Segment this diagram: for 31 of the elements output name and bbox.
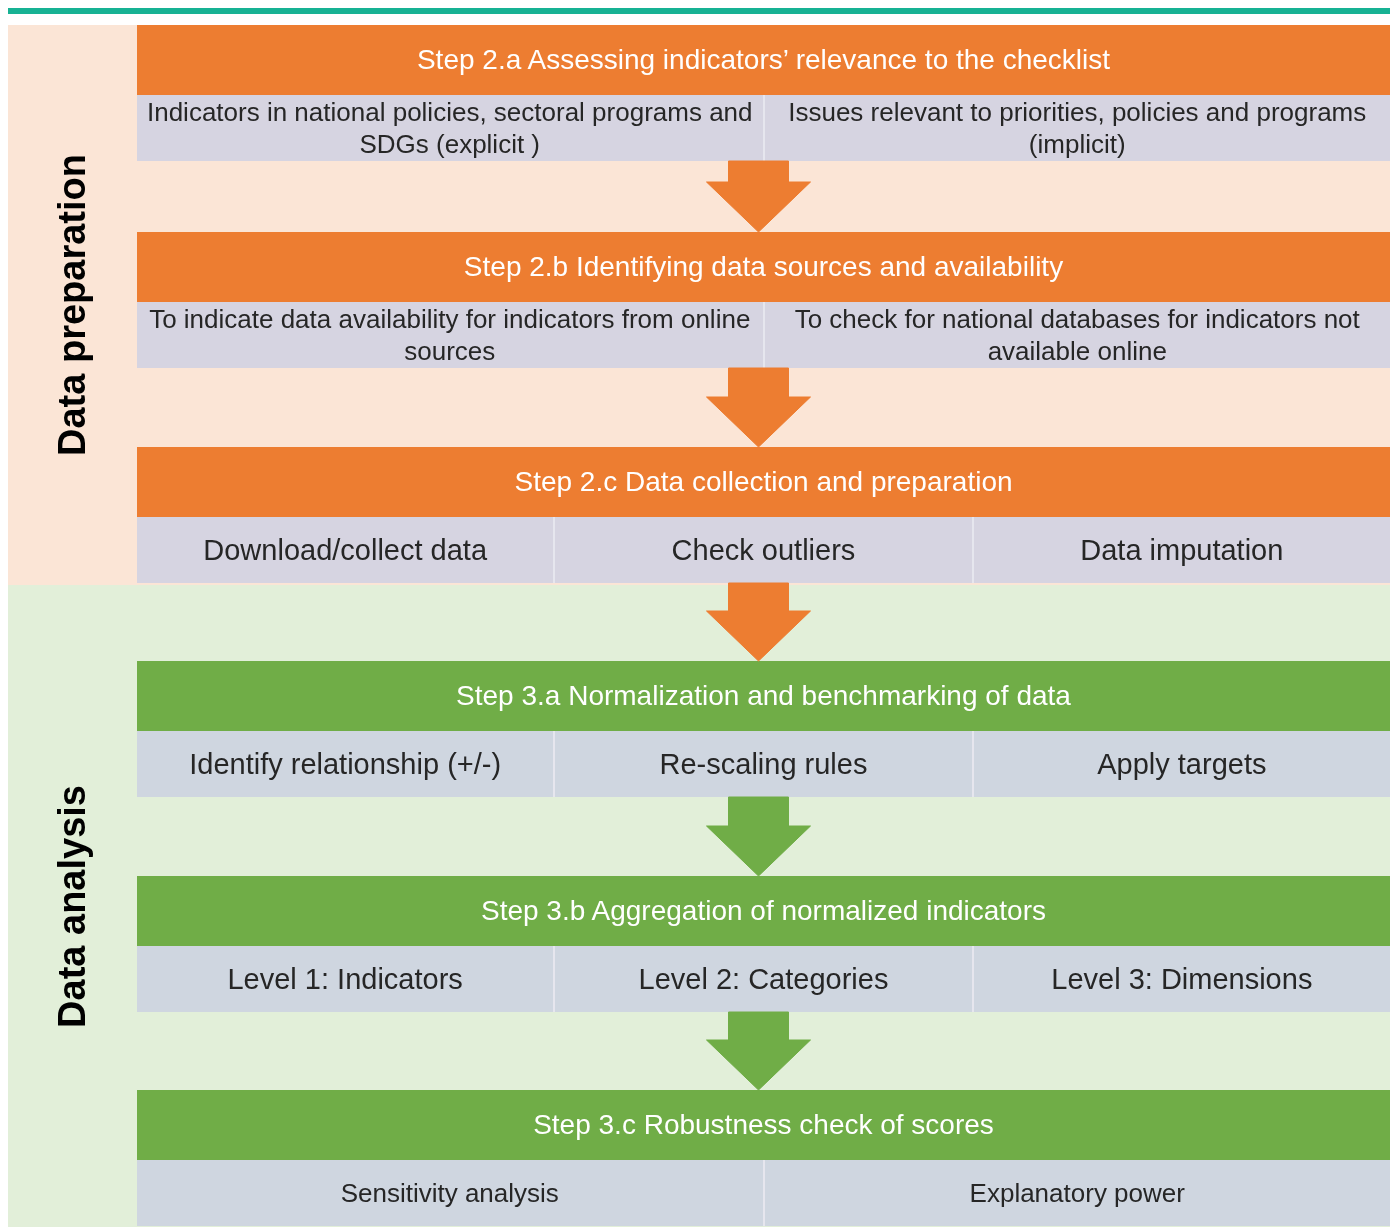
substep-cell: Data imputation [971,517,1390,583]
substep-cell: Identify relationship (+/-) [137,731,554,797]
phase-band [8,25,1390,585]
substep-cell: Download/collect data [137,517,554,583]
step-block [137,876,1390,1012]
substep-cell: Indicators in national policies, sectoral programs and SDGs (explicit ) [137,95,763,161]
block-arrow [706,160,811,233]
substep-cell: To indicate data availability for indicators from online sources [137,302,763,368]
substep-cell: Explanatory power [762,1160,1390,1226]
step-header: Step 3.a Normalization and benchmarking of data [137,661,1390,731]
block-arrow [706,582,811,662]
step-block [137,1090,1390,1226]
block-arrow [706,367,811,448]
step-header: Step 3.b Aggregation of normalized indicators [137,876,1390,946]
substep-cell: Apply targets [971,731,1390,797]
phase-label: Data preparation [50,154,94,456]
block-arrow [706,796,811,877]
step-header: Step 3.c Robustness check of scores [137,1090,1390,1160]
phase-label: Data analysis [50,784,94,1028]
substep-cell: Level 3: Dimensions [971,946,1390,1012]
step-header: Step 2.c Data collection and preparation [137,447,1390,517]
block-arrow [706,1011,811,1091]
substep-cell: Sensitivity analysis [137,1160,763,1226]
step-block [137,447,1390,583]
step-block [137,661,1390,797]
phase-band [8,585,1390,1227]
step-block [137,232,1390,368]
step-block [137,25,1390,161]
substep-cell: Level 1: Indicators [137,946,554,1012]
step-header: Step 2.a Assessing indicators’ relevance to the checklist [137,25,1390,95]
step-header: Step 2.b Identifying data sources and availability [137,232,1390,302]
